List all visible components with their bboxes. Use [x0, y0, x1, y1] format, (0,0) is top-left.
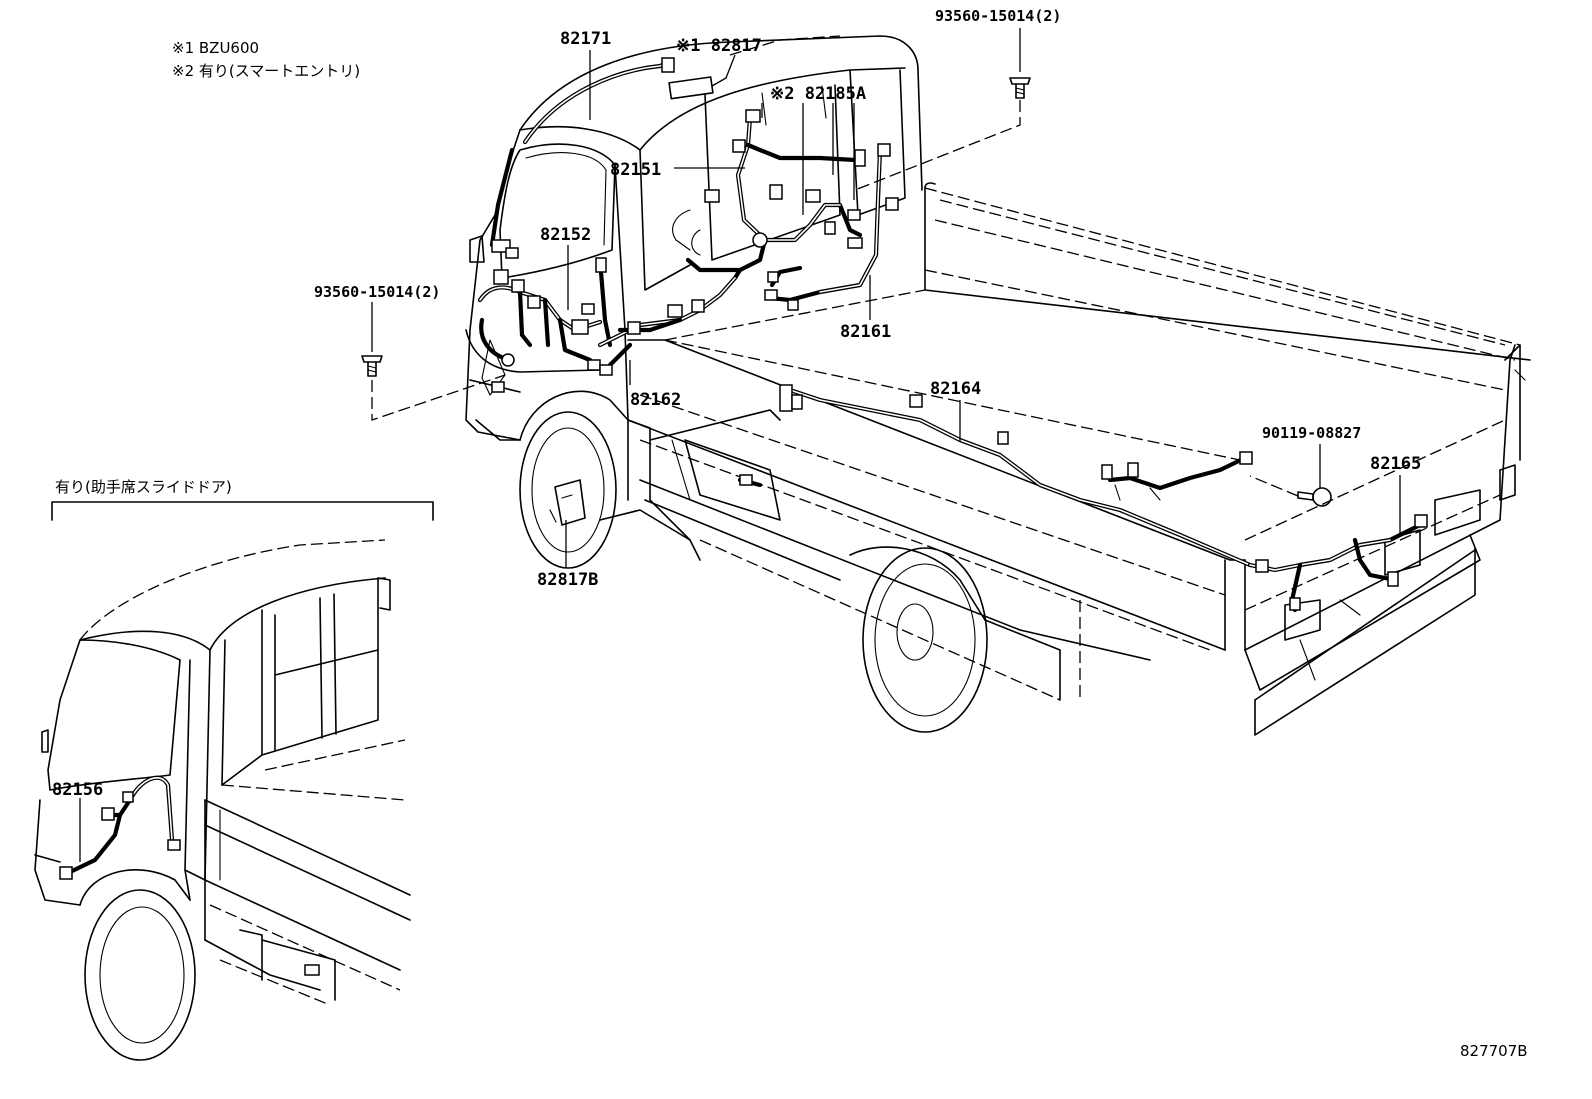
- part-82817b-bracket: [549, 479, 586, 526]
- harness-82162: [597, 267, 743, 376]
- leader-lines: [371, 28, 1401, 568]
- inset-title: 有り(助手席スライドドア): [55, 478, 232, 496]
- label-82151: 82151: [610, 160, 661, 180]
- label-82161: 82161: [840, 322, 891, 342]
- harness-82163-tank: [737, 474, 763, 488]
- harness-82161: [764, 143, 899, 311]
- note-bzu600: ※1 BZU600: [172, 39, 259, 57]
- label-82152: 82152: [540, 225, 591, 245]
- label-82817b: 82817B: [537, 570, 598, 590]
- guide-line-bolt: [1249, 475, 1299, 497]
- label-93560-top: 93560-15014(2): [935, 7, 1061, 25]
- label-82817: ※1 82817: [676, 36, 762, 56]
- guide-line-82817: [729, 35, 841, 56]
- harness-82156: [59, 775, 320, 976]
- note-smart-entry: ※2 有り(スマートエントリ): [172, 62, 360, 80]
- main-truck: [465, 35, 1531, 736]
- label-82165: 82165: [1370, 454, 1421, 474]
- inset-truck: [34, 539, 411, 1061]
- figure-id: 827707B: [1460, 1042, 1528, 1060]
- part-82817-plate: [668, 76, 714, 100]
- screw-icon: [1009, 77, 1031, 99]
- label-82164: 82164: [930, 379, 981, 399]
- guide-line-left-screw: [371, 374, 506, 421]
- harness-82165: [1247, 514, 1428, 613]
- harness-82151: [672, 109, 866, 273]
- inset-bracket: [51, 501, 434, 521]
- label-82156: 82156: [52, 780, 103, 800]
- harness-82152: [477, 257, 613, 393]
- label-82162: 82162: [630, 390, 681, 410]
- label-82171: 82171: [560, 29, 611, 49]
- harness-82171: [489, 57, 675, 259]
- screw-icon: [361, 355, 383, 377]
- label-82185a: ※2 82185A: [770, 84, 866, 104]
- label-90119: 90119-08827: [1262, 424, 1361, 442]
- label-93560-left: 93560-15014(2): [314, 283, 440, 301]
- guide-line-top-screw: [854, 100, 1021, 191]
- harness-82164: [779, 384, 1253, 568]
